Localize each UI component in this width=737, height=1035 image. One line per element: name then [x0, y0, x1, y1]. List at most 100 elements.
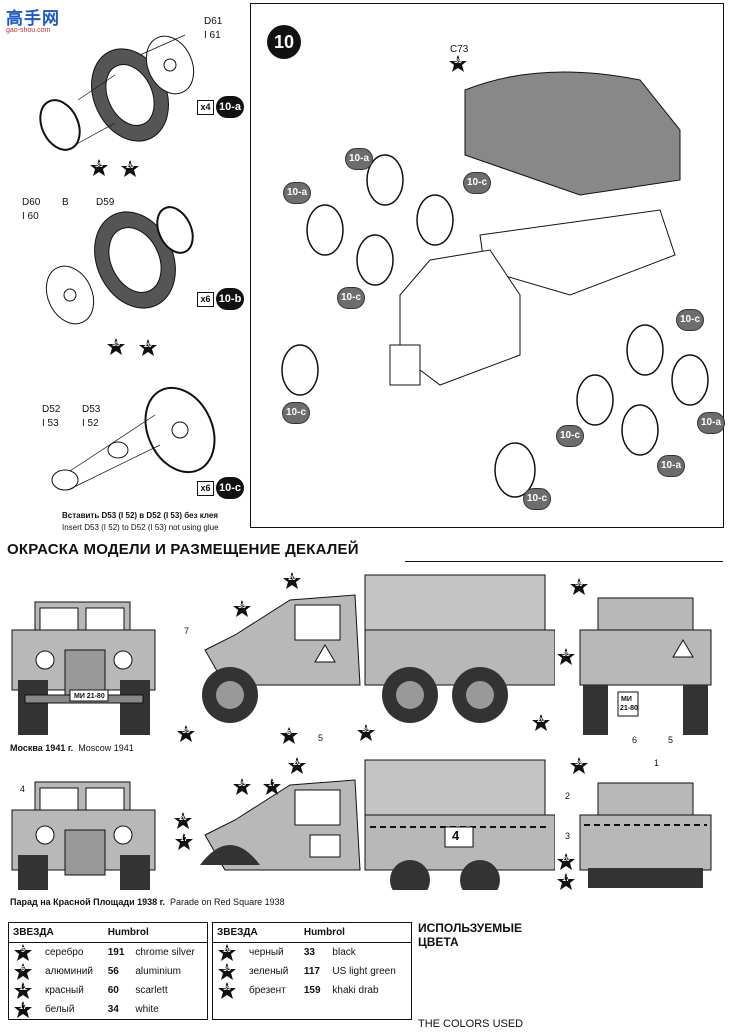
star-20-icon: 20: [217, 943, 237, 962]
watermark-text: 高手网: [6, 9, 60, 28]
color-name-ru: алюминий: [45, 966, 93, 977]
col-star-header: ЗВЕЗДА: [9, 923, 104, 943]
color-name-ru: черный: [249, 947, 284, 958]
table-row: 35 зеленый 117 US light green: [213, 962, 411, 981]
part-i52-label: I 52: [82, 418, 99, 429]
note-ru: Вставить D53 (I 52) в D52 (I 53) без кле…: [62, 511, 218, 520]
step-10-panel: [250, 3, 724, 528]
quantity-x6: x6: [197, 292, 214, 307]
caption-parade-1938: Парад на Красной Площади 1938 г. Parade …: [10, 897, 285, 907]
callout-1: 1: [654, 758, 660, 768]
step-10a-badge: 10-a: [345, 148, 373, 170]
callout-5: 5: [668, 735, 674, 745]
watermark-logo: 高手网 gao-shou.com: [6, 4, 60, 34]
rear-plate-line1: МИ: [621, 696, 632, 703]
humbrol-number: 56: [107, 966, 119, 977]
colors-table-left: ЗВЕЗДА Humbrol 5 серебро 191 chrome silv…: [8, 922, 208, 1020]
step-10a-badge: 10-a: [697, 412, 725, 434]
col-humbrol-header: Humbrol: [299, 923, 411, 943]
star-20-icon: 20: [120, 160, 140, 178]
step-10a-badge: 10-a: [657, 455, 685, 477]
step-10-number: 10: [267, 25, 301, 59]
star-20-icon: 20: [556, 853, 576, 871]
table-row: 20 черный 33 black: [213, 943, 411, 963]
table-row: 5 серебро 191 chrome silver: [9, 943, 207, 963]
star-17-icon: 17: [174, 833, 194, 851]
quantity-x4: x4: [197, 100, 214, 115]
star-20-icon: 20: [138, 339, 158, 357]
star-6-icon: 6: [13, 962, 33, 981]
truck-front-view-1941: [11, 601, 156, 735]
painting-section-title: ОКРАСКА МОДЕЛИ И РАЗМЕЩЕНИЕ ДЕКАЛЕЙ: [7, 541, 359, 558]
star-35-icon: 35: [89, 159, 109, 177]
watermark-url: gao-shou.com: [6, 27, 51, 34]
table-row: 12 красный 60 scarlett: [9, 981, 207, 1000]
color-name-en: white: [135, 1004, 159, 1015]
star-20-icon: 20: [531, 714, 551, 732]
colors-used-title-ru-1: ИСПОЛЬЗУЕМЫЕ: [418, 921, 522, 935]
humbrol-number: 117: [303, 966, 320, 977]
star-35-icon: 35: [217, 962, 237, 981]
callout-5: 5: [318, 733, 324, 743]
star-39-icon: 39: [569, 757, 589, 775]
color-name-en: aluminium: [135, 966, 181, 977]
part-i53-label: I 53: [42, 418, 59, 429]
humbrol-number: 34: [107, 1004, 119, 1015]
wheel-assembly-b-drawing: [45, 206, 194, 325]
colors-used-title-ru-2: ЦВЕТА: [418, 935, 459, 949]
step-10c-badge: 10-c: [676, 309, 704, 331]
color-name-en: khaki drab: [332, 985, 379, 996]
col-star-header: ЗВЕЗДА: [213, 923, 300, 943]
star-39-icon: 39: [569, 578, 589, 596]
truck-front-view-1938: [11, 781, 156, 890]
step-10a-badge: 10-a: [216, 96, 244, 118]
part-i61-label: I 61: [204, 30, 221, 41]
color-name-en: US light green: [332, 966, 396, 977]
part-d61-label: D61: [204, 16, 223, 27]
star-39-icon: 39: [448, 55, 468, 73]
wheel-assembly-a-drawing: [39, 34, 195, 151]
star-20-icon: 20: [282, 572, 302, 590]
color-name-en: black: [332, 947, 356, 958]
part-b-label: B: [62, 197, 69, 208]
door-number: 4: [452, 828, 460, 843]
color-name-en: chrome silver: [135, 947, 195, 958]
star-20-icon: 20: [173, 812, 193, 830]
section-divider: [405, 561, 723, 562]
front-plate: МИ 21-80: [74, 693, 105, 700]
step-10c-badge: 10-c: [337, 287, 365, 309]
star-35-icon: 35: [176, 725, 196, 743]
callout-3: 3: [565, 831, 571, 841]
star-35-icon: 35: [356, 724, 376, 742]
quantity-x6: x6: [197, 481, 214, 496]
rear-plate-line2: 21-80: [620, 705, 638, 712]
step-10a-badge: 10-a: [283, 182, 311, 204]
caption-moscow-1941: Москва 1941 г. Moscow 1941: [10, 743, 134, 753]
step-10b-badge: 10-b: [216, 288, 244, 310]
star-12-icon: 12: [13, 981, 33, 1000]
step-10c-badge: 10-c: [463, 172, 491, 194]
humbrol-number: 33: [303, 947, 315, 958]
star-35-icon: 35: [232, 778, 252, 796]
star-17-icon: 17: [262, 778, 282, 796]
truck-side-view-1941: [202, 574, 555, 723]
step-10c-badge: 10-c: [282, 402, 310, 424]
truck-rear-view-1941: [579, 597, 712, 735]
wheel-assembly-c-drawing: [51, 386, 216, 491]
col-humbrol-header: Humbrol: [103, 923, 207, 943]
step-10c-badge: 10-c: [556, 425, 584, 447]
part-d60-label: D60: [22, 197, 41, 208]
star-35-icon: 35: [106, 338, 126, 356]
part-d59-label: D59: [96, 197, 115, 208]
star-35-icon: 35: [232, 600, 252, 618]
callout-6: 6: [632, 735, 638, 745]
part-c73-label: C73: [450, 44, 469, 55]
table-row: 39 брезент 159 khaki drab: [213, 981, 411, 1000]
truck-rear-view-1938: [579, 782, 712, 888]
table-row: 17 белый 34 white: [9, 1000, 207, 1019]
star-17-icon: 17: [556, 873, 576, 891]
star-39-icon: 39: [217, 981, 237, 1000]
callout-2: 2: [565, 791, 571, 801]
star-17-icon: 17: [13, 1000, 33, 1019]
color-name-ru: белый: [45, 1004, 75, 1015]
